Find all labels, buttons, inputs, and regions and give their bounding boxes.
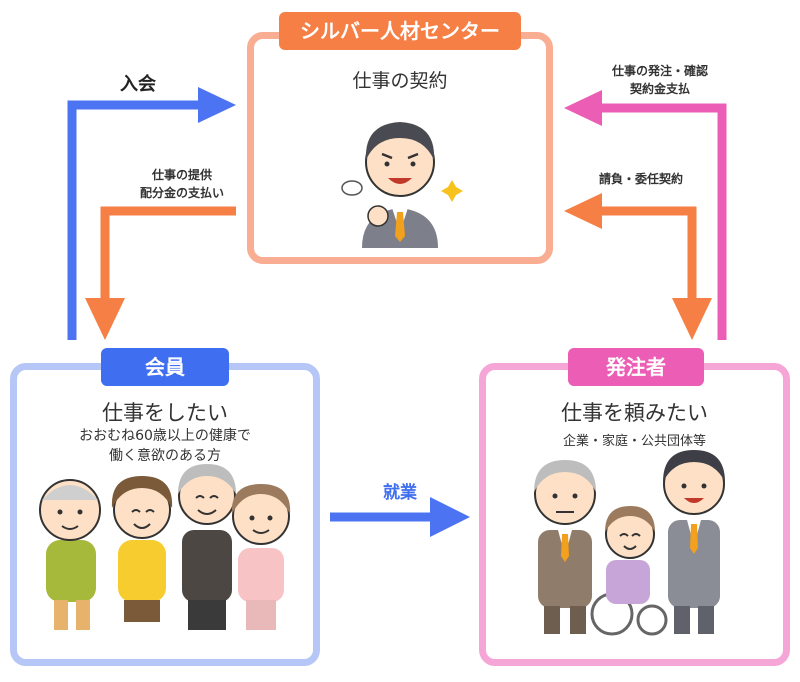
member-tag: 会員 (101, 348, 229, 386)
center-heading: 仕事の契約 (352, 70, 448, 92)
provide-arrow-head (85, 298, 125, 340)
client-heading: 仕事を頼みたい (561, 401, 708, 425)
join-label: 入会 (120, 74, 156, 95)
silver-center-tag: シルバー人材センター (279, 12, 521, 50)
clients-illustration (534, 450, 725, 636)
provide-label-line2: 配分金の支払い (139, 186, 224, 200)
contract-arrow (600, 206, 697, 300)
contract-label: 請負・委任契約 (598, 172, 683, 186)
client-description: 企業・家庭・公共団体等 (562, 434, 706, 449)
join-arrow-head (198, 87, 236, 123)
order-label-line2: 契約金支払 (629, 82, 690, 96)
member-description-line2: 働く意欲のある方 (109, 448, 221, 464)
member-description-line1: おおむね60歳以上の健康で (79, 428, 251, 444)
provide-arrow (100, 206, 236, 300)
order-arrow (600, 103, 727, 340)
client-tag: 発注者 (568, 348, 704, 386)
contract-arrow-head-left (564, 193, 602, 229)
member-heading: 仕事をしたい (102, 401, 228, 425)
provide-label-line1: 仕事の提供 (151, 168, 212, 182)
order-arrow-head (564, 90, 602, 126)
members-illustration (39, 464, 291, 630)
contract-arrow-head-down (672, 298, 712, 340)
join-arrow (67, 100, 200, 340)
staff-illustration (341, 122, 463, 248)
employment-label: 就業 (383, 483, 417, 503)
employment-arrow-head (430, 497, 470, 537)
order-label-line1: 仕事の発注・確認 (611, 64, 708, 78)
